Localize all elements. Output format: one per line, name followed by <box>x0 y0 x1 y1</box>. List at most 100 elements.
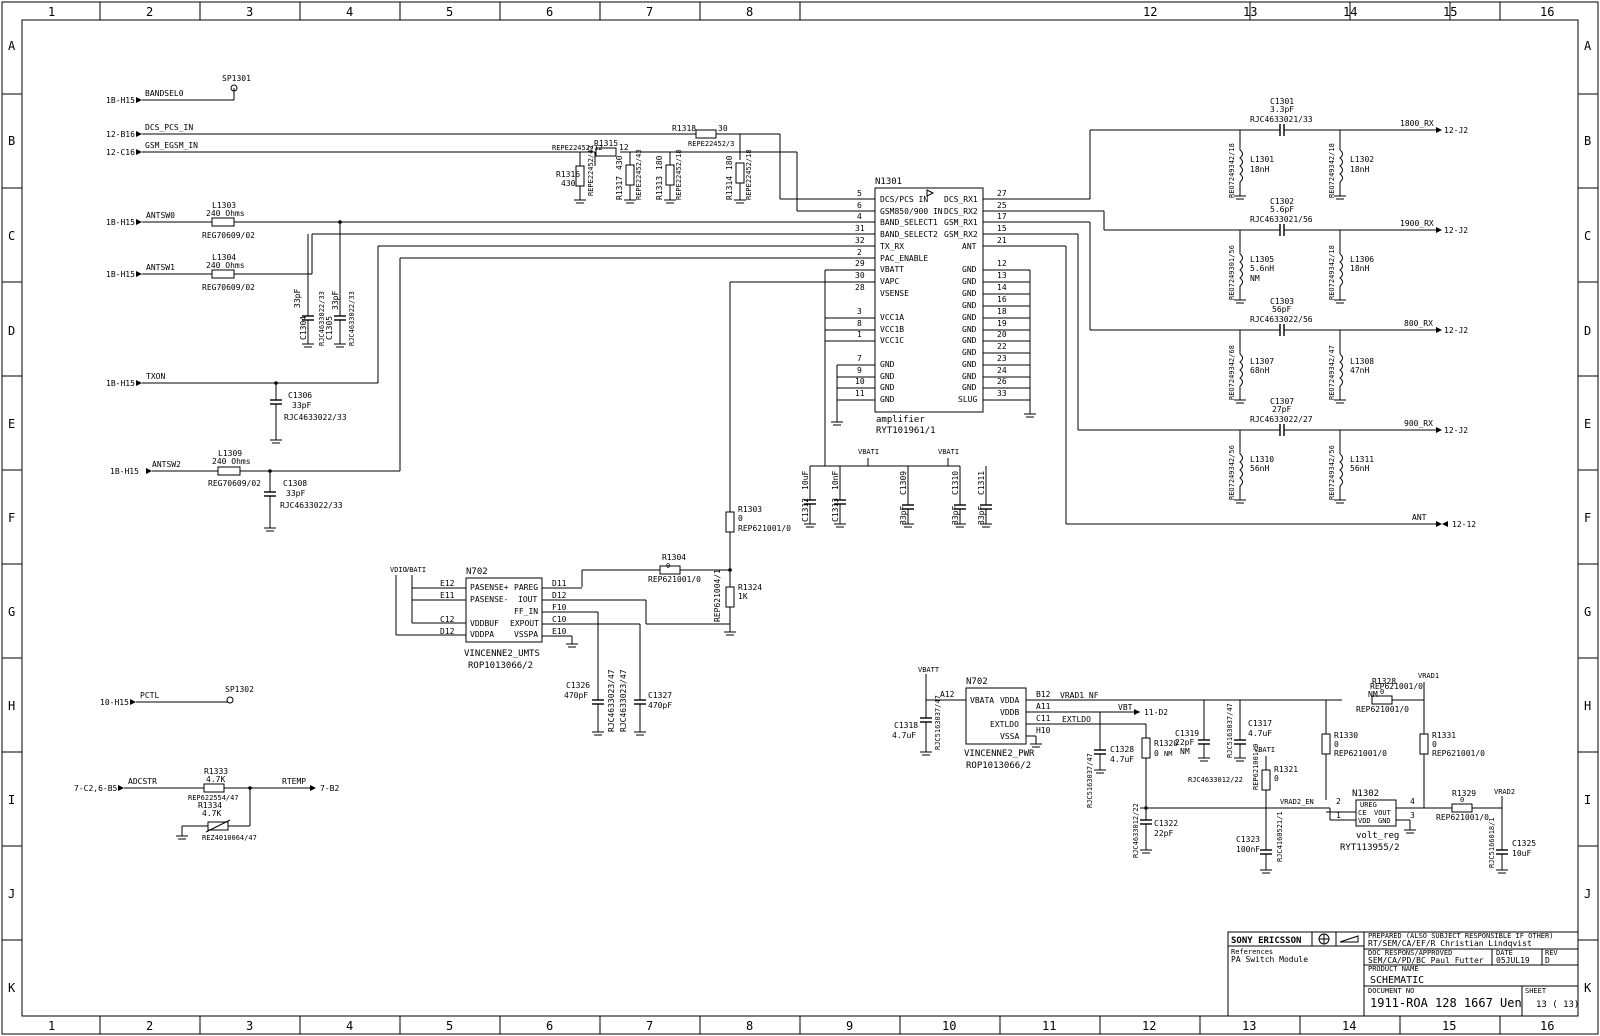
svg-text:RYT101961/1: RYT101961/1 <box>876 426 936 436</box>
c1327: C1327 470pF RJC4633023/47 <box>619 669 672 736</box>
svg-text:R1321: R1321 <box>1274 765 1298 774</box>
svg-text:5: 5 <box>857 189 862 198</box>
svg-text:12-B16: 12-B16 <box>106 130 135 139</box>
svg-text:A11: A11 <box>1036 702 1051 711</box>
svg-text:GND: GND <box>1378 817 1391 825</box>
c1322: C1322 22pF RJC4633012/22 <box>1132 803 1330 858</box>
svg-text:1B-H15: 1B-H15 <box>106 379 135 388</box>
svg-text:RJC5163037/47: RJC5163037/47 <box>934 695 942 750</box>
svg-text:C1309: C1309 <box>899 471 908 495</box>
document-number: 1911-ROA 128 1667 Uen <box>1370 996 1522 1010</box>
svg-text:VBATA: VBATA <box>970 696 994 705</box>
row-label: F <box>8 511 15 525</box>
svg-text:RJC4633012/22: RJC4633012/22 <box>1132 803 1140 858</box>
svg-text:4.7K: 4.7K <box>206 775 225 784</box>
svg-text:L1309: L1309 <box>218 449 242 458</box>
svg-text:REG70609/02: REG70609/02 <box>208 479 261 488</box>
svg-text:14: 14 <box>997 283 1007 292</box>
svg-text:ANTSW1: ANTSW1 <box>146 263 175 272</box>
svg-text:16: 16 <box>997 295 1007 304</box>
svg-text:1900_RX: 1900_RX <box>1400 219 1434 228</box>
svg-text:REP621001/0: REP621001/0 <box>738 524 791 533</box>
svg-text:L1306: L1306 <box>1350 255 1374 264</box>
col-label: 6 <box>546 5 553 19</box>
svg-text:12-12: 12-12 <box>1452 520 1476 529</box>
svg-text:REPE22452/12: REPE22452/12 <box>552 144 603 152</box>
title-block: SONY ERICSSON PREPARED (ALSO SUBJECT RES… <box>1227 931 1579 1017</box>
svg-text:4.7uF: 4.7uF <box>892 731 916 740</box>
svg-text:7: 7 <box>857 354 862 363</box>
svg-text:33pF: 33pF <box>899 506 908 525</box>
svg-text:R1320: R1320 <box>1154 739 1178 748</box>
row-label: A <box>1584 39 1592 53</box>
frame-row-ticks <box>2 93 1598 941</box>
svg-text:RTEMP: RTEMP <box>282 777 306 786</box>
svg-text:4.7K: 4.7K <box>202 809 221 818</box>
svg-text:10uF: 10uF <box>1512 849 1531 858</box>
col-label: 13 <box>1242 1019 1256 1033</box>
svg-text:VCC1A: VCC1A <box>880 313 904 322</box>
svg-text:NM: NM <box>1368 690 1378 699</box>
svg-text:28: 28 <box>855 283 865 292</box>
svg-text:ANT: ANT <box>1412 513 1427 522</box>
svg-text:SEM/CA/PD/BC Paul Futter: SEM/CA/PD/BC Paul Futter <box>1368 956 1484 965</box>
svg-text:18nH: 18nH <box>1350 264 1369 273</box>
r1313: R1313 180 REPE22452/18 <box>655 149 683 204</box>
col-label: 12 <box>1142 1019 1156 1033</box>
svg-text:REO7249342/47: REO7249342/47 <box>1328 345 1336 400</box>
svg-text:L1301: L1301 <box>1250 155 1274 164</box>
svg-text:0: 0 <box>1334 740 1339 749</box>
svg-text:47nH: 47nH <box>1350 366 1369 375</box>
svg-text:VDD: VDD <box>1358 817 1371 825</box>
svg-text:TX_RX: TX_RX <box>880 242 904 251</box>
row-label: F <box>1584 511 1591 525</box>
col-label: 4 <box>346 1019 353 1033</box>
svg-text:REP621001/0: REP621001/0 <box>1436 813 1489 822</box>
svg-text:0: 0 <box>1380 688 1384 696</box>
row-label: C <box>1584 229 1591 243</box>
svg-text:GND: GND <box>962 348 977 357</box>
svg-text:GND: GND <box>962 360 977 369</box>
svg-text:1: 1 <box>857 330 862 339</box>
svg-text:12: 12 <box>997 259 1007 268</box>
svg-text:0: 0 <box>1274 774 1279 783</box>
col-label: 10 <box>942 1019 956 1033</box>
svg-text:EXTLDO: EXTLDO <box>990 720 1019 729</box>
n1302-regulator: N1302 volt_reg RYT113955/2 UREG CE VOUT … <box>1326 789 1452 853</box>
svg-text:33: 33 <box>997 389 1007 398</box>
svg-text:BAND_SELECT2: BAND_SELECT2 <box>880 230 938 239</box>
svg-text:N1302: N1302 <box>1352 789 1379 799</box>
col-label: 14 <box>1343 5 1357 19</box>
row-label: E <box>1584 417 1591 431</box>
svg-text:RJC4633023/47: RJC4633023/47 <box>607 669 616 732</box>
svg-text:22pF: 22pF <box>1154 829 1173 838</box>
svg-text:1B-H15: 1B-H15 <box>106 270 135 279</box>
svg-text:470pF: 470pF <box>648 701 672 710</box>
n1301-decoupling: VBATI VBATI C1312 10uF C1313 10nF 33pF C… <box>801 448 992 528</box>
svg-text:1: 1 <box>1336 811 1341 820</box>
svg-text:C1318: C1318 <box>894 721 918 730</box>
svg-text:EXTLDO: EXTLDO <box>1062 715 1091 724</box>
svg-text:56nH: 56nH <box>1250 464 1269 473</box>
svg-text:VCC1B: VCC1B <box>880 325 904 334</box>
svg-text:REPE22452/18: REPE22452/18 <box>745 149 753 200</box>
svg-text:VBATI: VBATI <box>405 566 426 574</box>
rx-800-branch: 12-J2 800_RX C1303 56pF RJC4633022/56 L1… <box>1090 297 1468 404</box>
svg-text:29: 29 <box>855 259 865 268</box>
svg-text:REG70609/02: REG70609/02 <box>202 283 255 292</box>
svg-text:0: 0 <box>666 562 670 570</box>
svg-text:GND: GND <box>962 336 977 345</box>
svg-text:8: 8 <box>857 319 862 328</box>
svg-text:ROP1013066/2: ROP1013066/2 <box>468 661 533 671</box>
svg-text:RJC5166018/1: RJC5166018/1 <box>1488 817 1496 868</box>
svg-text:REP621004/1: REP621004/1 <box>713 569 722 622</box>
col-label: 9 <box>846 1019 853 1033</box>
svg-text:RJC4633012/22: RJC4633012/22 <box>1188 776 1243 784</box>
svg-text:REP621001/0: REP621001/0 <box>1370 682 1423 691</box>
svg-text:VCC1C: VCC1C <box>880 336 904 345</box>
svg-text:10nF: 10nF <box>831 471 840 490</box>
adcstr-net: 7-C2,6-B5 7-B2 ADCSTR RTEMP R1333 4.7K R… <box>74 767 339 842</box>
svg-text:C1322: C1322 <box>1154 819 1178 828</box>
row-label: D <box>1584 324 1591 338</box>
svg-text:REO7249301/56: REO7249301/56 <box>1228 245 1236 300</box>
